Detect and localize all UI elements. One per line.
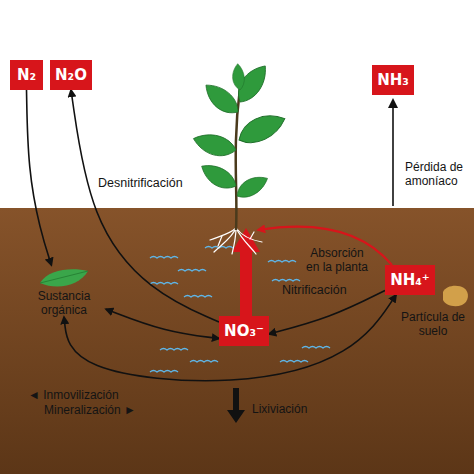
organic-matter: Sustancia orgánica [22, 265, 106, 317]
process-label: Lixiviación [252, 402, 352, 416]
process-label: ◄ Inmovilización [28, 388, 168, 402]
ammonia-arrow [392, 100, 394, 206]
water-wave [268, 261, 296, 263]
compound-box: N₂O [50, 60, 92, 90]
compound-box: N₂ [10, 60, 43, 90]
connector [106, 309, 219, 338]
water-wave [302, 347, 330, 349]
connector [27, 90, 52, 265]
water-wave [150, 371, 178, 373]
water-wave [150, 257, 178, 259]
process-label: Absorción en la planta [302, 246, 372, 274]
water-wave [190, 361, 218, 363]
water-wave [272, 280, 300, 282]
compound-box: NH₄⁺ [385, 265, 435, 295]
formula: N₂ [17, 66, 36, 84]
water-wave [184, 296, 212, 298]
leaching-arrow [227, 388, 245, 423]
formula: N₂O [55, 66, 87, 84]
process-label: Mineralización ► [44, 403, 184, 417]
water-wave [178, 270, 206, 272]
edge-label: Nitrificación [282, 283, 347, 297]
water-wave [280, 361, 308, 363]
connector [64, 295, 396, 381]
formula: NH₄⁺ [390, 271, 430, 289]
water-wave [160, 349, 188, 351]
soil [0, 208, 474, 474]
connector [269, 291, 385, 335]
soil-particle [443, 286, 468, 307]
compound-box: NO₃⁻ [219, 316, 269, 346]
leaf-icon [40, 269, 88, 286]
compound-box: NH₃ [372, 65, 414, 95]
leaf-icon [22, 265, 106, 289]
formula: NH₃ [377, 71, 409, 89]
water-wave [150, 283, 178, 285]
plant [191, 60, 289, 254]
leaf-vein [40, 271, 88, 283]
edge-label: Desnitrificación [98, 176, 183, 190]
formula: NO₃⁻ [224, 322, 264, 340]
connector [71, 90, 219, 322]
node-label: Sustancia orgánica [22, 289, 106, 317]
process-label: Pérdida de amoníaco [405, 160, 471, 188]
part-label: Partícula de suelo [396, 310, 470, 338]
